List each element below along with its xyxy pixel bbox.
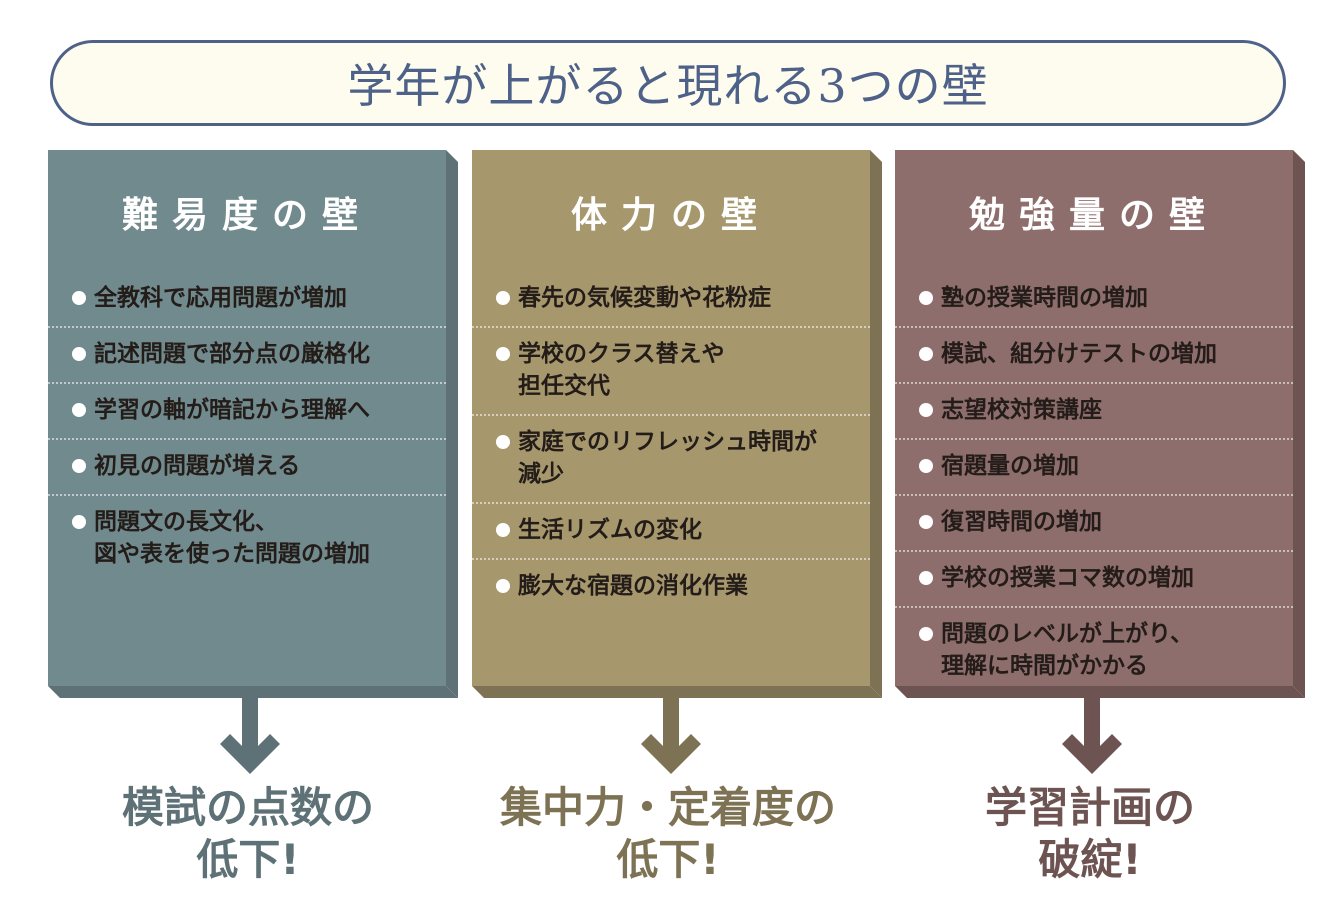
- bullet-dot-icon: [496, 523, 510, 537]
- list-item: 生活リズムの変化: [472, 504, 870, 560]
- panel-side-shade: [446, 150, 458, 698]
- list-item: 膨大な宿題の消化作業: [472, 560, 870, 614]
- bullet-dot-icon: [496, 291, 510, 305]
- list-item: 塾の授業時間の増加: [895, 272, 1293, 328]
- arrow-shape: [641, 698, 701, 774]
- list-item: 春先の気候変動や花粉症: [472, 272, 870, 328]
- down-arrow-icon: [220, 698, 280, 774]
- bullet-dot-icon: [72, 403, 86, 417]
- list-item-text: 春先の気候変動や花粉症: [518, 285, 771, 311]
- list-item-text: 学校の授業コマ数の増加: [941, 565, 1194, 591]
- list-item: 家庭でのリフレッシュ時間が 減少: [472, 416, 870, 504]
- list-item-text: 膨大な宿題の消化作業: [518, 573, 748, 599]
- factor-list: 全教科で応用問題が増加記述問題で部分点の厳格化学習の軸が暗記から理解へ初見の問題…: [48, 272, 446, 582]
- list-item-text: 全教科で応用問題が増加: [94, 285, 347, 311]
- bullet-dot-icon: [72, 291, 86, 305]
- result-stamina: 集中力・定着度の 低下!: [499, 783, 836, 884]
- wall-panel-study: 勉強量の壁塾の授業時間の増加模試、組分けテストの増加志望校対策講座宿題量の増加復…: [895, 150, 1305, 698]
- list-item-text: 志望校対策講座: [941, 397, 1102, 423]
- panel-side-shade: [1293, 150, 1305, 698]
- down-arrow-icon: [641, 698, 701, 774]
- bullet-dot-icon: [72, 515, 86, 529]
- list-item-text: 復習時間の増加: [941, 509, 1102, 535]
- list-item: 全教科で応用問題が増加: [48, 272, 446, 328]
- list-item: 問題のレベルが上がり、 理解に時間がかかる: [895, 608, 1293, 694]
- list-item-text: 記述問題で部分点の厳格化: [94, 341, 370, 367]
- bullet-dot-icon: [919, 627, 933, 641]
- panel-face: 難易度の壁全教科で応用問題が増加記述問題で部分点の厳格化学習の軸が暗記から理解へ…: [48, 150, 446, 686]
- panel-bottom-shade: [472, 686, 882, 698]
- list-item: 初見の問題が増える: [48, 440, 446, 496]
- list-item: 志望校対策講座: [895, 384, 1293, 440]
- wall-panel-stamina: 体力の壁春先の気候変動や花粉症学校のクラス替えや 担任交代家庭でのリフレッシュ時…: [472, 150, 882, 698]
- bullet-dot-icon: [496, 347, 510, 361]
- list-item-text: 模試、組分けテストの増加: [941, 341, 1217, 367]
- diagram-title: 学年が上がると現れる3つの壁: [347, 59, 989, 113]
- panel-bottom-shade: [895, 686, 1305, 698]
- bullet-dot-icon: [496, 579, 510, 593]
- bullet-dot-icon: [496, 435, 510, 449]
- result-difficulty: 模試の点数の 低下!: [121, 783, 374, 884]
- arrow-shape: [1062, 698, 1122, 774]
- list-item-text: 宿題量の増加: [941, 453, 1079, 479]
- panel-face: 勉強量の壁塾の授業時間の増加模試、組分けテストの増加志望校対策講座宿題量の増加復…: [895, 150, 1293, 686]
- bullet-dot-icon: [919, 459, 933, 473]
- bullet-dot-icon: [919, 347, 933, 361]
- panel-heading: 難易度の壁: [121, 195, 372, 236]
- list-item-text: 問題文の長文化、 図や表を使った問題の増加: [94, 509, 370, 567]
- bullet-dot-icon: [919, 515, 933, 529]
- result-study: 学習計画の 破綻!: [984, 783, 1195, 884]
- factor-list: 塾の授業時間の増加模試、組分けテストの増加志望校対策講座宿題量の増加復習時間の増…: [895, 272, 1293, 694]
- list-item-text: 初見の問題が増える: [94, 453, 301, 479]
- list-item: 宿題量の増加: [895, 440, 1293, 496]
- panel-heading: 体力の壁: [570, 195, 771, 236]
- panel-heading: 勉強量の壁: [968, 195, 1219, 236]
- list-item: 模試、組分けテストの増加: [895, 328, 1293, 384]
- list-item: 学校の授業コマ数の増加: [895, 552, 1293, 608]
- bullet-dot-icon: [919, 291, 933, 305]
- arrow-shape: [220, 698, 280, 774]
- list-item: 学校のクラス替えや 担任交代: [472, 328, 870, 416]
- factor-list: 春先の気候変動や花粉症学校のクラス替えや 担任交代家庭でのリフレッシュ時間が 減…: [472, 272, 870, 614]
- list-item-text: 生活リズムの変化: [518, 517, 702, 543]
- panel-face: 体力の壁春先の気候変動や花粉症学校のクラス替えや 担任交代家庭でのリフレッシュ時…: [472, 150, 870, 686]
- list-item: 復習時間の増加: [895, 496, 1293, 552]
- title-banner: 学年が上がると現れる3つの壁: [50, 40, 1286, 126]
- list-item: 問題文の長文化、 図や表を使った問題の増加: [48, 496, 446, 582]
- list-item-text: 学習の軸が暗記から理解へ: [94, 397, 370, 423]
- list-item-text: 塾の授業時間の増加: [941, 285, 1148, 311]
- bullet-dot-icon: [72, 347, 86, 361]
- wall-panel-difficulty: 難易度の壁全教科で応用問題が増加記述問題で部分点の厳格化学習の軸が暗記から理解へ…: [48, 150, 458, 698]
- bullet-dot-icon: [919, 571, 933, 585]
- list-item-text: 家庭でのリフレッシュ時間が 減少: [518, 429, 817, 487]
- bullet-dot-icon: [72, 459, 86, 473]
- panel-side-shade: [870, 150, 882, 698]
- list-item-text: 問題のレベルが上がり、 理解に時間がかかる: [941, 621, 1194, 679]
- bullet-dot-icon: [919, 403, 933, 417]
- panel-bottom-shade: [48, 686, 458, 698]
- list-item: 学習の軸が暗記から理解へ: [48, 384, 446, 440]
- list-item-text: 学校のクラス替えや 担任交代: [518, 341, 725, 399]
- list-item: 記述問題で部分点の厳格化: [48, 328, 446, 384]
- down-arrow-icon: [1062, 698, 1122, 774]
